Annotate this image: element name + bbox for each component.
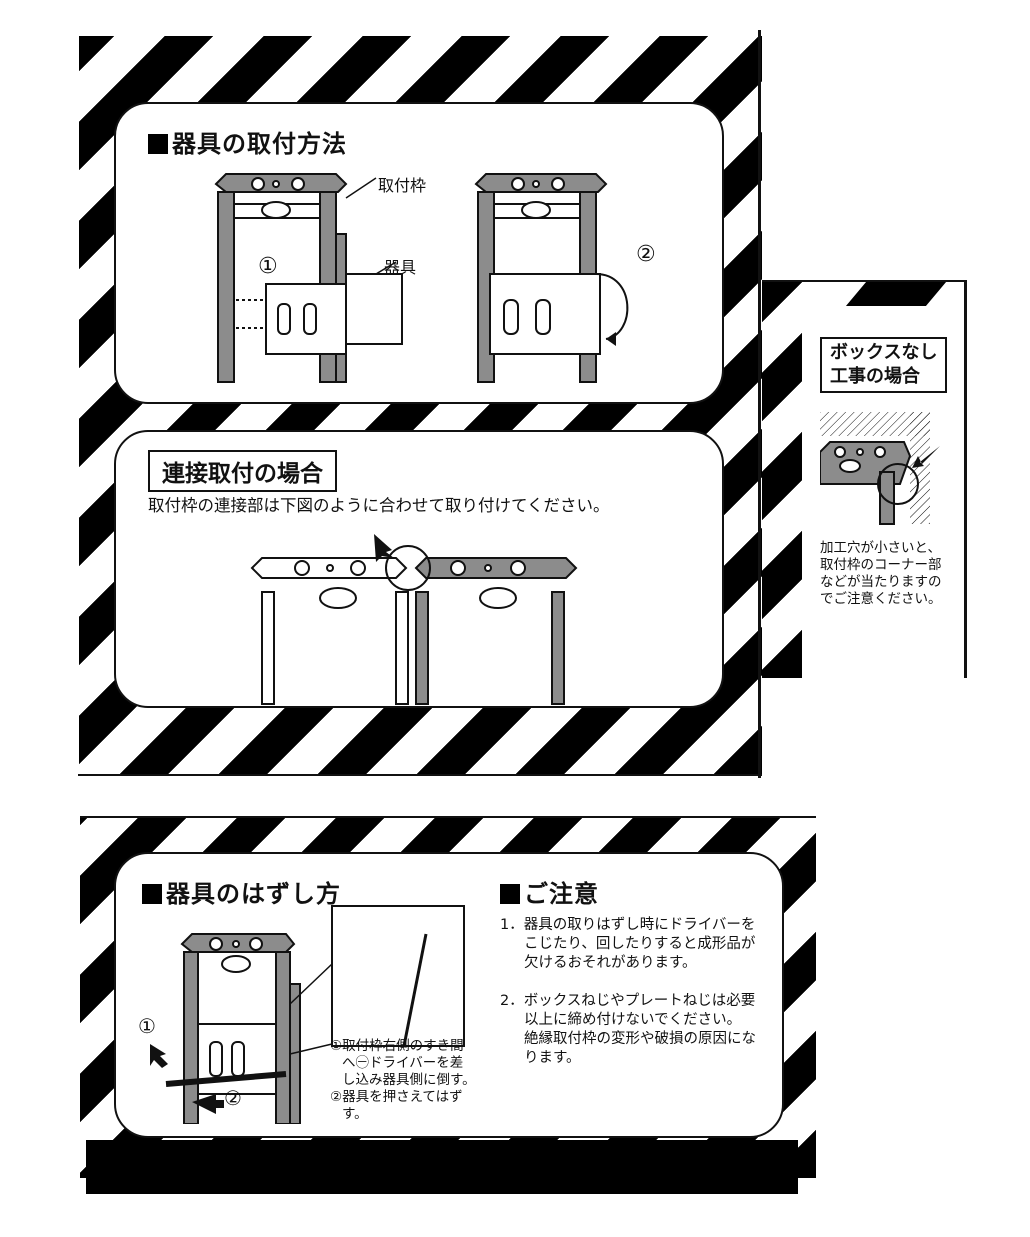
removal-note-line: す。 <box>342 1106 368 1122</box>
removal-title: 器具のはずし方 <box>166 880 341 908</box>
heading-square-icon <box>148 134 168 154</box>
caution-item-line: ります。 <box>524 1050 581 1066</box>
joint-mount-title: 連接取付の場合 <box>148 450 337 492</box>
no-box-note-line: 加工穴が小さいと、 <box>820 540 941 556</box>
joint-mount-description: 取付枠の連接部は下図のように合わせて取り付けてください。 <box>148 496 610 515</box>
label-device: 器具 <box>384 258 417 277</box>
no-box-note-line: などが当たりますの <box>820 574 942 590</box>
side-sheet-border <box>964 282 967 678</box>
install-illustration-2 <box>474 173 629 383</box>
side-sheet-top <box>762 280 967 282</box>
no-box-title-line1: ボックスなし <box>830 342 938 363</box>
step-2-marker: ② <box>636 242 656 267</box>
heading-square-icon <box>500 884 520 904</box>
no-box-title-box: ボックスなし 工事の場合 <box>820 337 948 393</box>
heading-square-icon <box>142 884 162 904</box>
removal-note-line: し込み器具側に倒す。 <box>342 1072 476 1088</box>
step-1-marker: ① <box>258 254 278 279</box>
caution-item-line: 欠けるおそれがあります。 <box>524 955 697 971</box>
caution-title: ご注意 <box>524 880 599 908</box>
caution-item-line: 以上に締め付けないでください。 <box>524 1012 742 1028</box>
top-sheet-baseline <box>78 774 762 776</box>
caution-item-2: 2．ボックスねじやプレートねじは必要 以上に締め付けないでください。 絶縁取付枠… <box>500 992 770 1068</box>
removal-caution-panel: 器具のはずし方 ① ② ①取付枠右側のすき間 へ㊀ドライバーを差 し込み器具側に… <box>114 852 784 1138</box>
removal-step-1-marker: ① <box>138 1014 156 1038</box>
install-method-panel: 器具の取付方法 取付枠 器具 ① <box>114 102 724 404</box>
removal-heading: 器具のはずし方 <box>142 874 341 909</box>
bottom-black-band <box>86 1140 798 1194</box>
removal-note-line: ①取付枠右側のすき間 <box>330 1038 464 1054</box>
no-box-illustration <box>820 412 940 525</box>
caution-item-line: 絶縁取付枠の変形や破損の原因にな <box>524 1031 756 1047</box>
bottom-sheet-topline <box>80 816 816 819</box>
no-box-note-line: 取付枠のコーナー部 <box>820 557 942 573</box>
caution-item-line: 1．器具の取りはずし時にドライバーを <box>500 917 756 933</box>
install-illustration-1 <box>214 173 403 383</box>
side-striped-background <box>762 282 802 678</box>
removal-illustration <box>150 905 465 1124</box>
label-mounting-frame: 取付枠 <box>378 176 427 195</box>
install-method-heading: 器具の取付方法 <box>148 124 347 159</box>
joint-illustration <box>250 534 578 705</box>
caution-item-line: 2．ボックスねじやプレートねじは必要 <box>500 993 756 1009</box>
no-box-title-line2: 工事の場合 <box>830 366 920 387</box>
caution-item-1: 1．器具の取りはずし時にドライバーを こじたり、回したりすると成形品が 欠けるお… <box>500 916 770 973</box>
removal-note: ①取付枠右側のすき間 へ㊀ドライバーを差 し込み器具側に倒す。 ②器具を押さえて… <box>330 1038 480 1123</box>
caution-heading: ご注意 <box>500 874 599 909</box>
no-box-note: 加工穴が小さいと、 取付枠のコーナー部 などが当たりますの でご注意ください。 <box>820 540 960 608</box>
caution-item-line: こじたり、回したりすると成形品が <box>524 936 756 952</box>
removal-step-2-marker: ② <box>224 1086 242 1110</box>
side-stripe-mark <box>845 282 947 306</box>
top-sheet-border <box>758 30 761 778</box>
joint-mount-heading: 連接取付の場合 <box>148 450 337 492</box>
removal-note-line: へ㊀ドライバーを差 <box>342 1055 464 1071</box>
no-box-note-line: でご注意ください。 <box>820 591 942 607</box>
install-method-title: 器具の取付方法 <box>172 130 347 158</box>
joint-mount-panel: 連接取付の場合 取付枠の連接部は下図のように合わせて取り付けてください。 <box>114 430 724 708</box>
removal-note-line: ②器具を押さえてはず <box>330 1089 463 1105</box>
